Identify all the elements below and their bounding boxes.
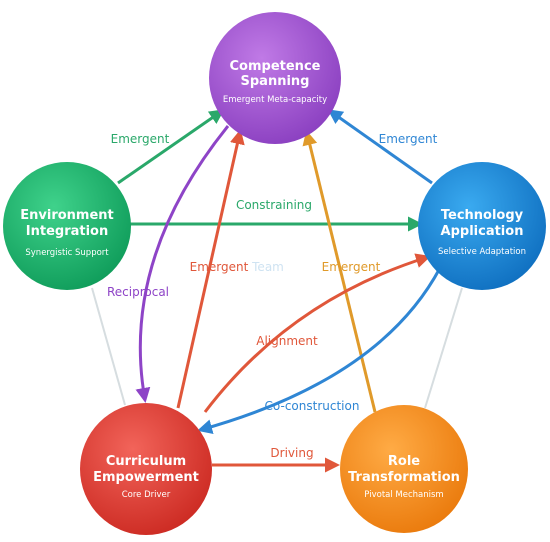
pentagon-edge-env-curr <box>91 287 126 406</box>
edge-curr-to-comp-label: Emergent <box>190 260 249 274</box>
edge-tech-to-comp <box>327 109 433 185</box>
node-curriculum-empowerment: Curriculum Empowerment Core Driver <box>80 403 212 535</box>
node-technology-subtitle: Selective Adaptation <box>438 247 526 257</box>
edge-env-to-tech-label: Constraining <box>236 198 312 212</box>
edge-curr-to-tech-label: Alignment <box>256 334 318 348</box>
node-role-title-line1: Role <box>388 454 420 469</box>
node-role-title-line2: Transformation <box>348 470 460 485</box>
node-competence-subtitle: Emergent Meta-capacity <box>223 95 327 105</box>
node-technology-application: Technology Application Selective Adaptat… <box>418 162 546 290</box>
node-curriculum-subtitle: Core Driver <box>122 490 171 500</box>
node-competence-title-line2: Spanning <box>241 74 310 89</box>
edge-curr-to-role-label: Driving <box>270 446 313 460</box>
node-technology-title-line2: Application <box>441 224 524 239</box>
edge-tech-to-curr <box>197 267 442 435</box>
pentagon-edge-tech-role <box>424 287 463 409</box>
node-environment-subtitle: Synergistic Support <box>25 248 109 258</box>
edge-role-to-comp-label: Emergent <box>322 260 381 274</box>
edge-env-to-comp-label: Emergent <box>111 132 170 146</box>
node-curriculum-title-line2: Empowerment <box>93 470 199 485</box>
node-technology-title-line1: Technology <box>441 208 524 223</box>
node-competence-title-line1: Competence <box>230 59 321 74</box>
faint-team-label: Team <box>251 260 284 274</box>
node-curriculum-title-line1: Curriculum <box>106 454 186 469</box>
node-environment-title-line1: Environment <box>20 208 114 223</box>
edge-curr-to-tech <box>203 253 431 413</box>
edge-comp-to-curr-label: Reciprocal <box>107 285 169 299</box>
edge-curr-to-comp <box>176 129 245 409</box>
node-environment-integration: Environment Integration Synergistic Supp… <box>3 162 131 290</box>
node-role-subtitle: Pivotal Mechanism <box>364 490 443 500</box>
edge-role-to-comp <box>302 130 377 413</box>
node-competence-spanning: Competence Spanning Emergent Meta-capaci… <box>209 12 341 144</box>
edge-env-to-comp <box>117 109 225 185</box>
node-environment-title-line2: Integration <box>26 224 108 239</box>
edge-tech-to-curr-label: Co-construction <box>265 399 360 413</box>
edge-comp-to-curr <box>135 125 230 403</box>
edge-tech-to-comp-label: Emergent <box>379 132 438 146</box>
node-role-transformation: Role Transformation Pivotal Mechanism <box>340 405 468 533</box>
